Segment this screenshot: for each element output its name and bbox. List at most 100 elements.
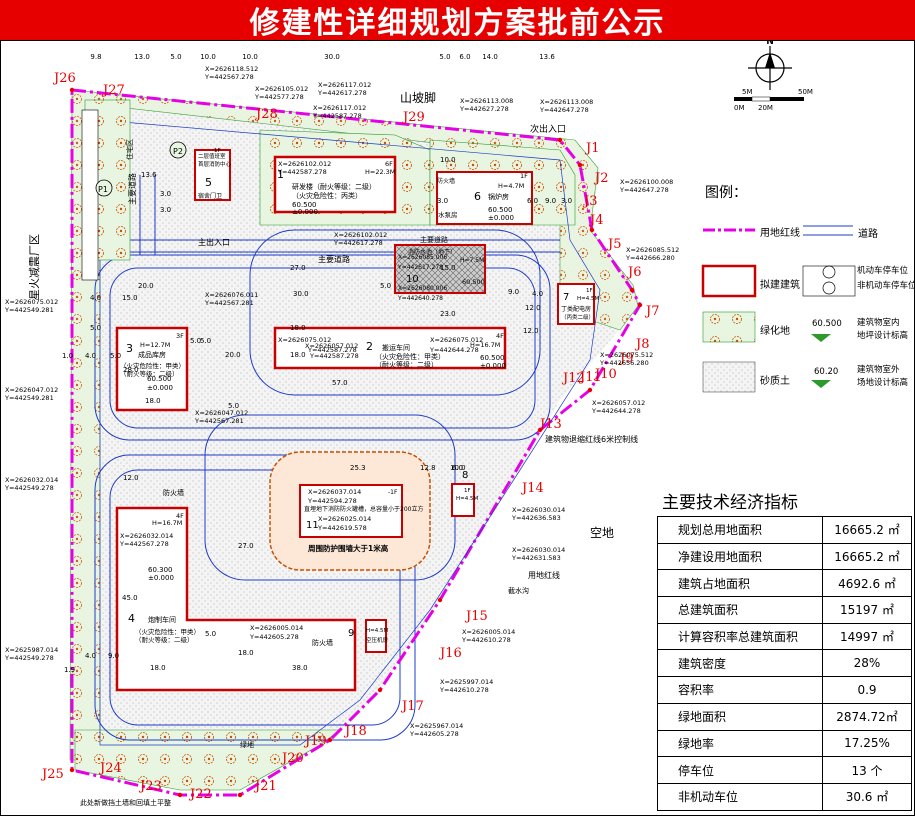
plan-label: X=2626080.006 xyxy=(398,285,447,292)
kpi-label: 净建设用地面积 xyxy=(657,542,823,571)
building-5-number: 5 xyxy=(205,176,212,189)
coordinate-label: Y=442567.278 xyxy=(204,73,254,81)
legend-parking-swatch xyxy=(802,265,856,297)
kpi-label: 建筑占地面积 xyxy=(657,569,823,598)
main-entrance-label: 主出入口 xyxy=(198,237,230,247)
plan-label: Y=442640.278 xyxy=(397,295,443,302)
joint-marker xyxy=(637,302,643,308)
empty-lot-label: 空地 xyxy=(590,526,614,540)
legend-sand-swatch xyxy=(702,361,756,393)
joint-label: J12 xyxy=(561,371,585,386)
joint-label: J13 xyxy=(538,417,562,432)
joint-markers xyxy=(69,87,643,798)
building-4-name: 炮制车间 xyxy=(148,615,176,624)
fire-wall-label: 防火墙 xyxy=(437,177,455,185)
north-label: N xyxy=(766,37,774,47)
joint-label: J18 xyxy=(343,724,367,739)
building-11-name: 直埋地下消防防火罐槽，总容量小于200立方 xyxy=(304,505,423,513)
plan-label: 60.500 xyxy=(292,201,317,209)
legend-elev-in-marker xyxy=(811,334,831,342)
coordinate-label: Y=442636.583 xyxy=(511,514,561,522)
plan-label: H=12.7M xyxy=(140,341,170,349)
road-loop-middle xyxy=(94,254,551,441)
joint-marker xyxy=(177,792,183,798)
dimension-label: 5.0 xyxy=(200,337,211,345)
dimension-label: 18.0 xyxy=(150,664,166,672)
joint-label: J27 xyxy=(101,83,125,98)
joint-marker xyxy=(377,687,383,693)
coordinate-label: Y=442587.278 xyxy=(309,352,359,360)
kpi-value: 17.25% xyxy=(822,729,912,758)
building-7-outline xyxy=(557,283,595,325)
joint-marker xyxy=(437,597,443,603)
kpi-label: 绿地率 xyxy=(657,729,823,758)
kpi-value: 13 个 xyxy=(822,756,912,784)
legend-label-nonmotor-parking: 非机动车停车位 xyxy=(857,281,915,291)
dimension-top: 13.0 xyxy=(134,53,150,61)
kpi-heading: 主要技术经济指标 xyxy=(662,493,798,513)
dimension-label: 5.0 xyxy=(228,402,239,410)
building-group xyxy=(115,149,595,692)
dimension-label: 18.0 xyxy=(238,649,254,657)
building-4-outline xyxy=(115,506,357,692)
dimension-label: 45.0 xyxy=(122,594,138,602)
plan-label: H=7.5M xyxy=(460,257,484,264)
north-arrow-icon xyxy=(748,46,792,90)
building-2-outline xyxy=(273,326,507,370)
building-2-number: 2 xyxy=(366,340,373,353)
plan-label: H=4.5M xyxy=(366,628,388,634)
dimension-label: 13.6 xyxy=(141,171,157,179)
joint-label: J3 xyxy=(582,194,597,209)
dimension-label: 10.0 xyxy=(450,464,466,472)
coordinate-label: Y=442644.278 xyxy=(591,407,641,415)
joint-label: J7 xyxy=(644,304,659,319)
coordinate-label: X=2626030.014 xyxy=(512,546,565,554)
joint-label: J4 xyxy=(588,213,603,228)
kpi-label: 停车位 xyxy=(657,756,823,784)
setback-line xyxy=(99,119,601,746)
second-entrance-label: 次出入口 xyxy=(530,123,566,135)
dimension-top: 13.6 xyxy=(539,53,555,61)
plan-label: （火灾危险性：丙类） xyxy=(292,191,362,200)
dimension-label: 9.0 xyxy=(545,197,556,205)
coordinate-label: X=2626117.012 xyxy=(313,104,366,112)
building-9-outline xyxy=(365,619,387,653)
dimension-label: 12.0 xyxy=(123,474,139,482)
coordinate-label: X=2626076.011 xyxy=(205,291,258,299)
plan-label: 60.500 xyxy=(480,354,505,362)
plan-label: 1F xyxy=(214,148,221,154)
building-6-number: 6 xyxy=(474,190,481,203)
coordinate-label: X=2625997.014 xyxy=(440,678,493,686)
joint-label: J16 xyxy=(438,646,462,661)
building-1-number: 1 xyxy=(277,168,284,181)
coordinate-label: Y=442610.278 xyxy=(439,686,489,694)
green-label: 绿地 xyxy=(240,740,254,749)
land-red-line xyxy=(70,88,642,797)
scale-label: 0M xyxy=(734,104,745,112)
dimension-label: 4.0 xyxy=(85,652,96,660)
legend-label-green: 绿化地 xyxy=(760,326,790,337)
coordinate-label: X=2626113.008 xyxy=(460,97,513,105)
kpi-value: 0.9 xyxy=(822,676,912,704)
plan-label: （耐火等级：二级） xyxy=(120,369,179,378)
kpi-value: 14997 ㎡ xyxy=(822,622,912,651)
legend-building-swatch xyxy=(701,264,757,298)
coordinate-label: Y=442549.278 xyxy=(4,484,54,492)
plan-label: 1F xyxy=(586,288,593,294)
plan-label: （火灾危险性：甲类） xyxy=(135,627,200,636)
joint-label: J14 xyxy=(520,481,544,496)
dimension-top: 30.0 xyxy=(324,53,340,61)
dimension-label: 20.0 xyxy=(225,351,241,359)
dimension-label: 10.0 xyxy=(440,156,456,164)
scale-label: 20M xyxy=(758,104,773,112)
dimension-label: 30.0 xyxy=(293,290,309,298)
dimension-top: 9.8 xyxy=(90,53,101,61)
coordinate-label: Y=442627.278 xyxy=(459,105,509,113)
dimension-label: 25.3 xyxy=(350,464,366,472)
building-9-number: 9 xyxy=(348,628,354,639)
